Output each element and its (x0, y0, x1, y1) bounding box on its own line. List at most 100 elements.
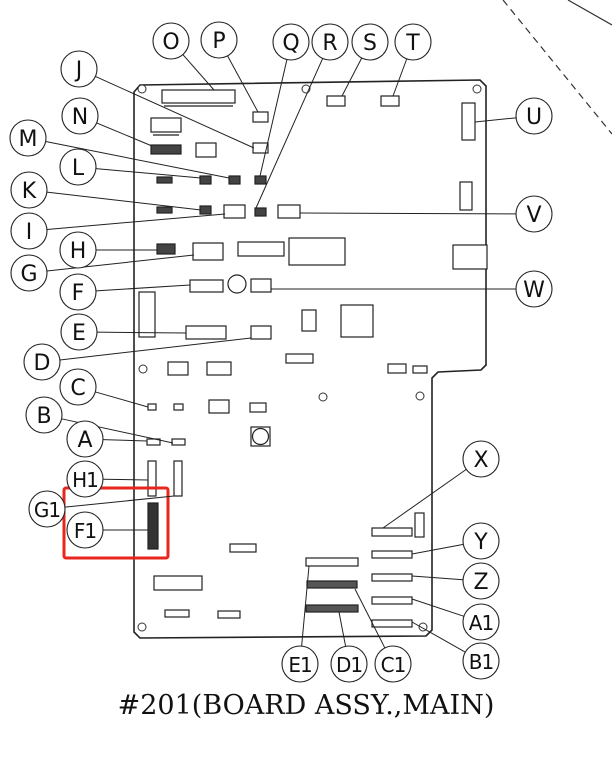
leader-lines (45, 54, 517, 653)
leader-line-c1 (354, 588, 386, 649)
callout-circle (311, 23, 349, 61)
callout-circle (28, 490, 66, 528)
connector-H1 (147, 460, 157, 497)
callout-w: W (515, 270, 553, 308)
connector-M (228, 175, 241, 185)
callout-circle (59, 148, 97, 186)
connector-U (461, 102, 476, 141)
callout-c1: C1 (374, 645, 412, 683)
leader-line-a1 (411, 598, 465, 617)
callout-k: K (10, 171, 48, 209)
connector-K (199, 205, 212, 215)
callout-y: Y (462, 522, 500, 560)
callout-label: A (77, 428, 92, 453)
callout-r: R (311, 23, 349, 61)
callout-a1: A1 (462, 603, 500, 641)
leader-line-t (392, 58, 408, 97)
leader-line-s (341, 57, 363, 97)
callout-label: B (36, 404, 51, 429)
leader-line-p (227, 55, 259, 113)
leader-line-e1 (301, 565, 310, 647)
callout-f1: F1 (66, 511, 104, 549)
connector-D (250, 325, 272, 340)
components (138, 89, 488, 628)
callout-label: C1 (381, 653, 406, 677)
callout-label: W (523, 278, 545, 303)
callout-e1: E1 (281, 645, 319, 683)
leader-line-x (382, 468, 467, 529)
callout-u: U (515, 97, 553, 135)
leader-line-l (95, 168, 202, 179)
connector-N (150, 144, 182, 155)
leader-line-q (259, 59, 288, 177)
leader-line-i (46, 213, 226, 230)
callout-label: D (34, 351, 51, 376)
connector-Q (254, 175, 267, 185)
leader-line-m (45, 141, 230, 179)
callout-circle (66, 511, 104, 549)
connector-T (380, 95, 400, 107)
callout-s: S (351, 23, 389, 61)
connector-C1 (306, 580, 358, 589)
connector-B (171, 438, 186, 446)
mounting-holes (137, 84, 482, 632)
callout-circle (394, 23, 432, 61)
connector-A1 (371, 596, 413, 605)
leader-line-v (299, 212, 517, 215)
leader-line-k (46, 191, 202, 211)
callout-g: G (10, 254, 48, 292)
connector-F (189, 279, 224, 293)
callout-label: P (212, 29, 225, 54)
leader-line-y (411, 543, 464, 555)
callout-label: V (526, 203, 541, 228)
callout-label: U (526, 105, 542, 130)
callout-t: T (394, 23, 432, 61)
connector-O (161, 89, 236, 104)
connector-E (185, 325, 227, 340)
leader-line-f (95, 284, 191, 292)
connector-H (156, 243, 176, 255)
connector-B1 (371, 619, 413, 628)
highlight-box (62, 486, 170, 560)
callout-label: S (363, 31, 377, 56)
connector-Z (371, 573, 413, 582)
callout-label: G1 (34, 498, 60, 522)
callout-label: X (473, 448, 488, 473)
leader-line-o (182, 54, 215, 91)
callout-b1: B1 (462, 642, 500, 680)
callout-circle (462, 603, 500, 641)
leader-line-z (411, 575, 464, 581)
callout-label: N (72, 105, 88, 130)
callout-label: Y (473, 530, 488, 555)
callout-label: J (74, 58, 83, 83)
callout-m: M (9, 119, 47, 157)
connector-R (254, 207, 267, 217)
leader-line-g1 (64, 495, 175, 508)
callout-label: O (162, 30, 179, 55)
callout-label: Q (282, 31, 299, 56)
callout-l: L (59, 148, 97, 186)
callout-circle (10, 212, 48, 250)
callout-circle (66, 460, 104, 498)
callout-circle (330, 645, 368, 683)
leader-line-d1 (338, 611, 347, 647)
callout-circle (23, 343, 61, 381)
callout-i: I (10, 212, 48, 250)
connector-Y (371, 550, 413, 559)
callout-v: V (515, 195, 553, 233)
callout-circle (351, 23, 389, 61)
callout-circle (10, 254, 48, 292)
callout-label: T (405, 31, 420, 56)
callout-label: E (72, 321, 86, 346)
connector-F1 (147, 502, 159, 550)
leader-line-u (474, 117, 517, 123)
callout-d: D (23, 343, 61, 381)
callout-label: F (72, 281, 85, 306)
callout-g1: G1 (28, 490, 66, 528)
callout-circle (515, 195, 553, 233)
callout-label: A1 (469, 611, 493, 635)
callout-e: E (60, 313, 98, 351)
leader-line-a (102, 439, 148, 442)
